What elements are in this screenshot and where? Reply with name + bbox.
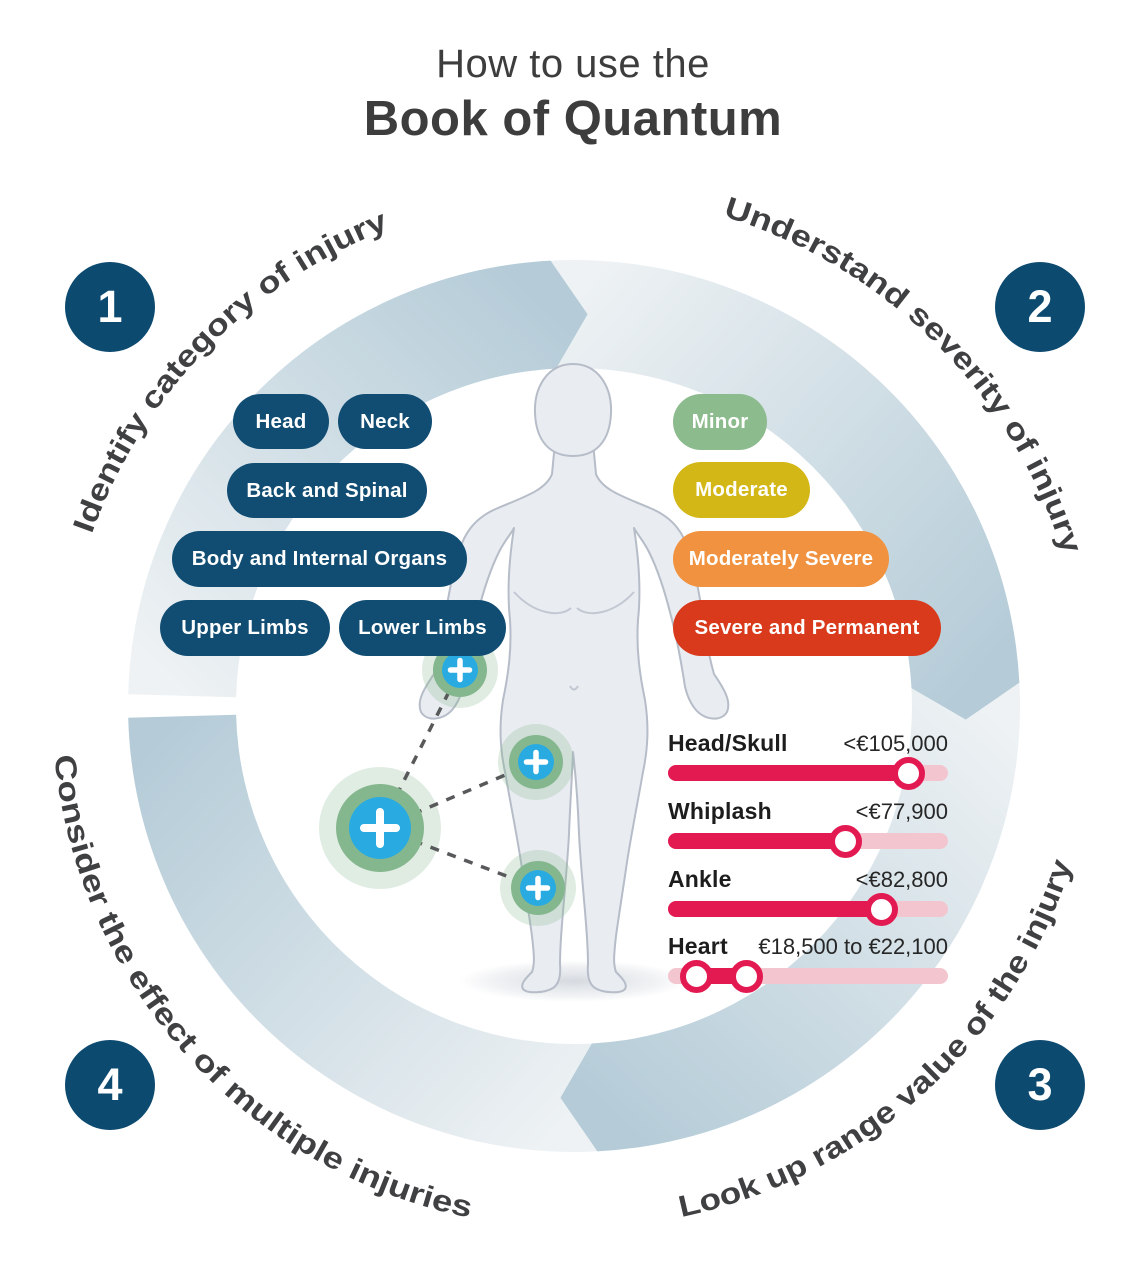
multiple-injuries-group <box>319 632 576 926</box>
injury-marker-combined[interactable] <box>336 784 424 872</box>
body-head <box>533 363 613 457</box>
category-pill-lower-limbs: Lower Limbs <box>339 600 506 656</box>
step4-number-badge: 4 <box>65 1040 155 1130</box>
slider-knob[interactable] <box>679 959 713 993</box>
step1-number-badge: 1 <box>65 262 155 352</box>
slider-track[interactable] <box>668 959 948 993</box>
slider-fill <box>668 765 909 781</box>
page-title: How to use the Book of Quantum <box>0 42 1146 147</box>
category-pill-head: Head <box>233 394 329 449</box>
slider-fill <box>668 833 846 849</box>
plus-icon <box>523 749 549 775</box>
body-shadow <box>460 960 688 1002</box>
slider-knob[interactable] <box>729 959 763 993</box>
slider-knob[interactable] <box>865 892 899 926</box>
severity-pill-minor: Minor <box>673 394 767 450</box>
title-line2: Book of Quantum <box>363 92 783 146</box>
category-pill-back-and-spinal: Back and Spinal <box>227 463 427 518</box>
slider-track[interactable] <box>668 892 948 926</box>
step2-number-badge: 2 <box>995 262 1085 352</box>
slider-knob[interactable] <box>892 756 926 790</box>
slider-heart: Heart €18,500 to €22,100 <box>668 933 948 993</box>
slider-knob[interactable] <box>829 824 863 858</box>
severity-pill-moderately-severe: Moderately Severe <box>673 531 889 587</box>
slider-head-skull: Head/Skull <€105,000 <box>668 730 948 790</box>
category-pill-upper-limbs: Upper Limbs <box>160 600 330 656</box>
plus-icon <box>447 657 473 683</box>
slider-whiplash: Whiplash <€77,900 <box>668 798 948 858</box>
slider-value: <€82,800 <box>855 867 948 892</box>
plus-icon <box>525 875 551 901</box>
injury-connector-dashed-lines <box>378 669 539 890</box>
category-pill-neck: Neck <box>338 394 432 449</box>
ring-arrow-segment-3 <box>560 682 1021 1152</box>
slider-fill <box>668 901 882 917</box>
slider-label: Whiplash <box>668 798 772 824</box>
ring-arrow-segment-4 <box>128 714 598 1153</box>
ring-arrow-segment-1 <box>128 260 588 698</box>
plus-icon <box>360 808 400 848</box>
severity-pill-moderate: Moderate <box>673 462 810 518</box>
title-line1: How to use the <box>436 42 710 86</box>
injury-marker-hand[interactable] <box>433 643 487 697</box>
slider-ankle: Ankle <€82,800 <box>668 866 948 926</box>
slider-value: €18,500 to €22,100 <box>758 934 948 959</box>
slider-label: Heart <box>668 933 728 959</box>
severity-pill-severe-and-permanent: Severe and Permanent <box>673 600 941 656</box>
injury-marker-knee[interactable] <box>511 861 565 915</box>
injury-marker-thigh[interactable] <box>509 735 563 789</box>
slider-track[interactable] <box>668 824 948 858</box>
category-pill-body-and-internal-organs: Body and Internal Organs <box>172 531 467 587</box>
body-detail-lines <box>513 591 635 691</box>
slider-value: <€77,900 <box>855 799 948 824</box>
slider-track[interactable] <box>668 756 948 790</box>
slider-label: Head/Skull <box>668 730 788 756</box>
slider-value: <€105,000 <box>843 731 948 756</box>
step3-number-badge: 3 <box>995 1040 1085 1130</box>
slider-label: Ankle <box>668 866 732 892</box>
